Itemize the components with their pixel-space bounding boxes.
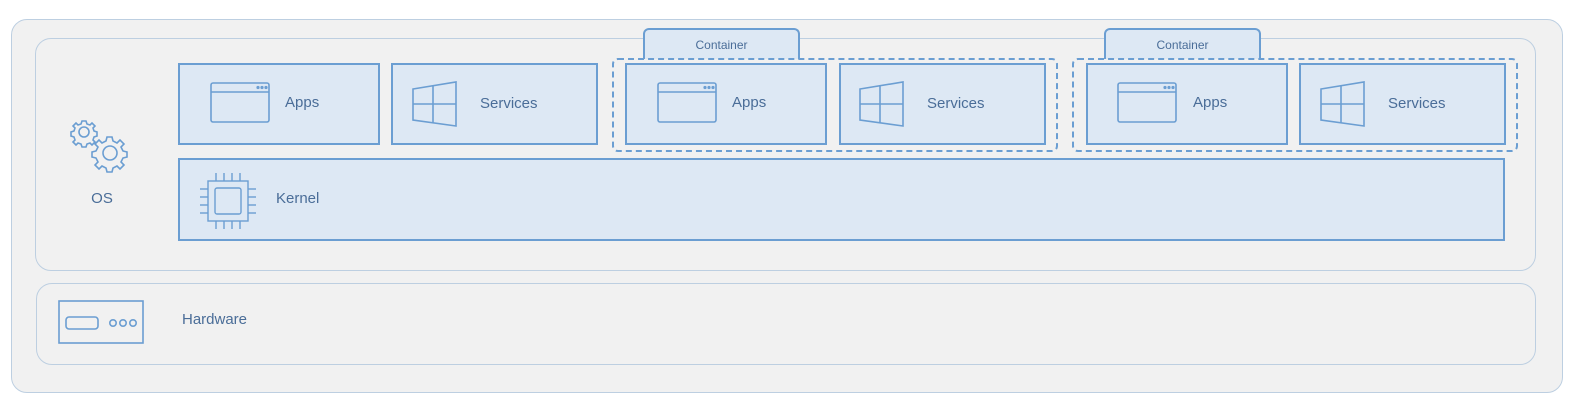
- chip-icon: [200, 173, 256, 229]
- container-boundary: [612, 58, 1058, 152]
- container-apps-label: Apps: [1193, 94, 1228, 111]
- app-window-icon: [657, 82, 717, 123]
- windows-icon: [859, 81, 904, 127]
- hardware-panel: [36, 283, 1536, 365]
- kernel-label: Kernel: [276, 190, 320, 207]
- os-label: OS: [91, 190, 113, 207]
- container-services-label: Services: [1388, 95, 1446, 112]
- container-tab: Container: [1104, 28, 1261, 59]
- container-tab: Container: [643, 28, 800, 59]
- gears-icon: [70, 120, 128, 173]
- container-apps-box: [625, 63, 827, 145]
- container-apps-box: [1086, 63, 1288, 145]
- app-window-icon: [1117, 82, 1177, 123]
- server-icon: [58, 300, 144, 344]
- host-services-label: Services: [480, 95, 538, 112]
- app-window-icon: [210, 82, 270, 123]
- container-apps-label: Apps: [732, 94, 767, 111]
- kernel-box: [178, 158, 1505, 241]
- host-apps-label: Apps: [285, 94, 320, 111]
- windows-icon: [412, 81, 457, 127]
- container-services-label: Services: [927, 95, 985, 112]
- windows-icon: [1320, 81, 1365, 127]
- container-boundary: [1072, 58, 1518, 152]
- hardware-label: Hardware: [182, 311, 248, 328]
- host-apps-box: [178, 63, 380, 145]
